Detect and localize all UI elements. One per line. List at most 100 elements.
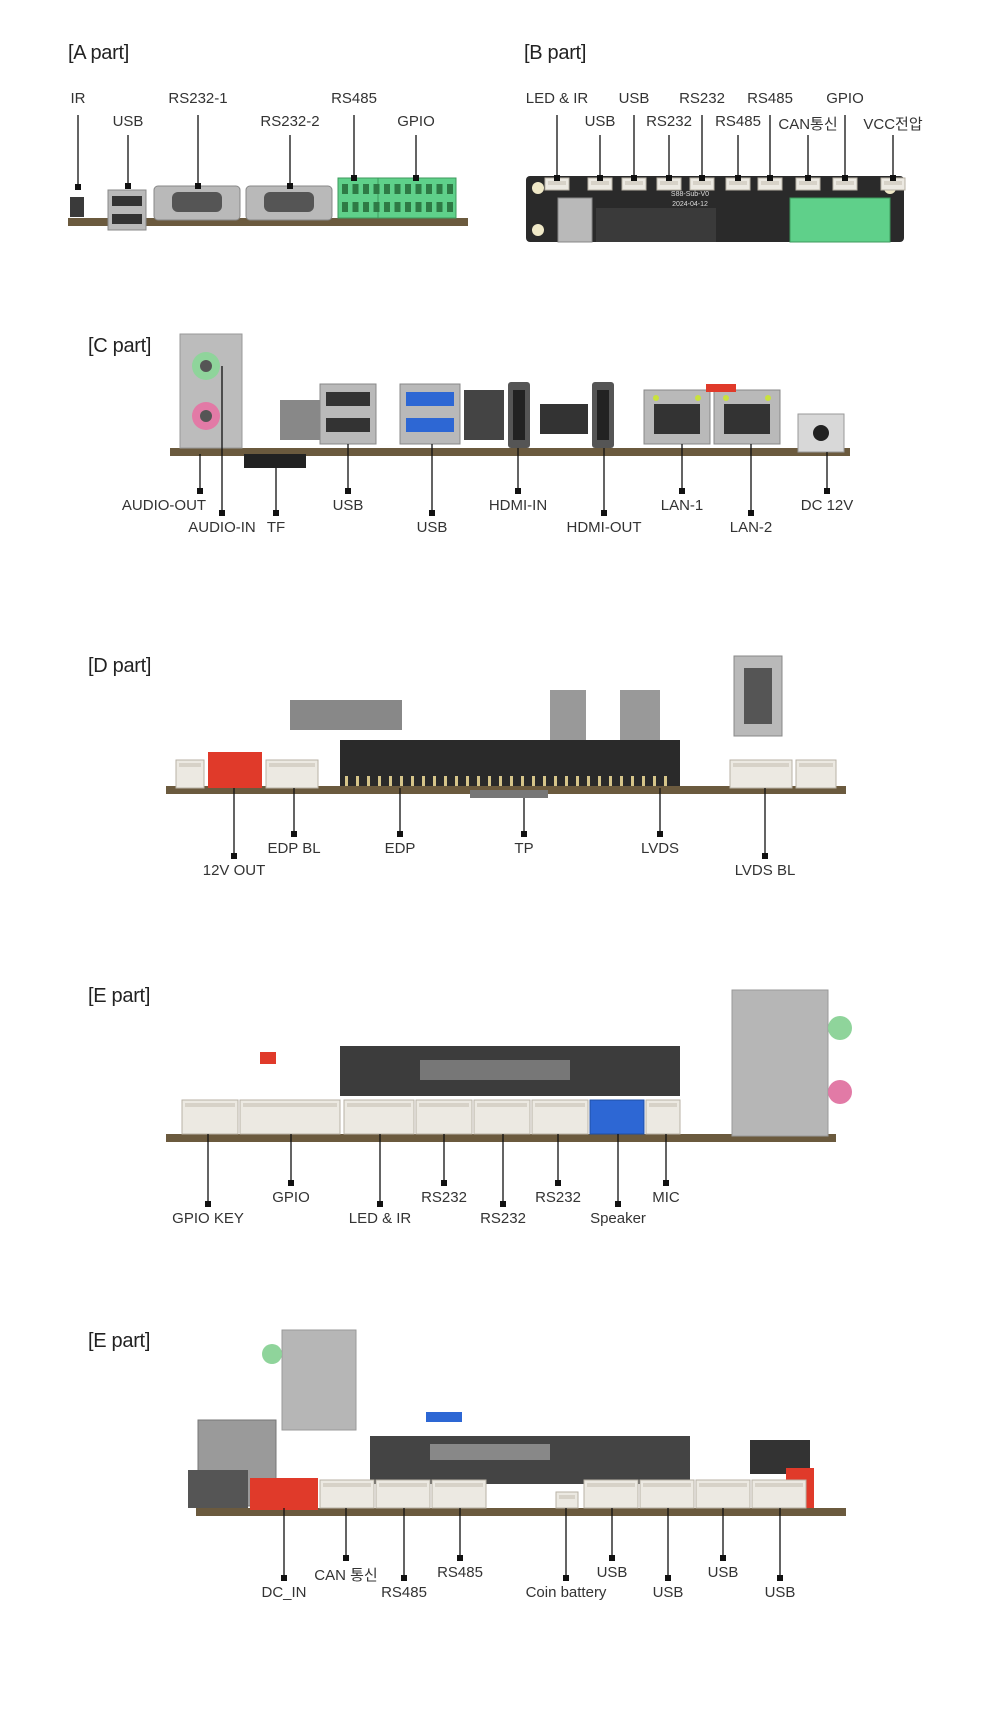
connector-pin bbox=[521, 776, 524, 786]
label-c-hdmi-in: HDMI-IN bbox=[488, 497, 548, 514]
leader-marker bbox=[601, 510, 607, 516]
connector-pin bbox=[554, 776, 557, 786]
red-header bbox=[706, 384, 736, 392]
leader-marker bbox=[281, 1575, 287, 1581]
connector-slot bbox=[755, 1483, 803, 1487]
label-b-led-ir: LED & IR bbox=[525, 90, 589, 107]
leader-marker bbox=[824, 488, 830, 494]
leader-marker bbox=[397, 831, 403, 837]
usb-stack-d bbox=[550, 690, 586, 740]
label-c-audio-in: AUDIO-IN bbox=[188, 519, 256, 536]
terminal-screw bbox=[363, 184, 369, 194]
leader-marker bbox=[555, 1180, 561, 1186]
connector-pin bbox=[477, 776, 480, 786]
usb-b bbox=[557, 197, 593, 243]
label-e2-can: CAN 통신 bbox=[314, 1567, 378, 1584]
leader-marker bbox=[657, 831, 663, 837]
terminal-screw bbox=[405, 184, 411, 194]
connector-pin bbox=[378, 776, 381, 786]
label-b-usb-2: USB bbox=[618, 90, 650, 107]
connector-slot bbox=[435, 1483, 483, 1487]
connector-slot bbox=[799, 763, 833, 767]
leader-marker bbox=[273, 510, 279, 516]
label-b-rs485-2: RS485 bbox=[747, 90, 793, 107]
audio-jack bbox=[828, 1080, 852, 1104]
leader-marker bbox=[615, 1201, 621, 1207]
db9-backside-b bbox=[596, 208, 716, 242]
leader-marker bbox=[890, 175, 896, 181]
leader-marker bbox=[75, 184, 81, 190]
terminal-screw bbox=[405, 202, 411, 212]
connector-pin bbox=[466, 776, 469, 786]
leader-marker bbox=[291, 831, 297, 837]
leader-marker bbox=[288, 1180, 294, 1186]
label-c-usb-1: USB bbox=[332, 497, 364, 514]
terminal-screw bbox=[447, 184, 453, 194]
connector-pin bbox=[422, 776, 425, 786]
board-component bbox=[540, 404, 588, 434]
connector-pin bbox=[345, 776, 348, 786]
leader-marker bbox=[699, 175, 705, 181]
leader-marker bbox=[343, 1555, 349, 1561]
leader-marker bbox=[805, 175, 811, 181]
audio-bracket bbox=[179, 333, 243, 449]
connector-pin bbox=[664, 776, 667, 786]
usb-slot bbox=[326, 418, 370, 432]
mount-hole bbox=[532, 182, 544, 194]
connector-slot bbox=[477, 1103, 527, 1107]
connector-pin bbox=[598, 776, 601, 786]
rj45-stack-e2 bbox=[281, 1329, 357, 1431]
label-e2-usb-2: USB bbox=[652, 1584, 684, 1601]
hdmi-slot bbox=[513, 390, 525, 440]
usb-slot bbox=[744, 668, 772, 724]
leader-marker bbox=[777, 1575, 783, 1581]
label-b-rs485-1: RS485 bbox=[715, 113, 761, 130]
leader-marker bbox=[748, 510, 754, 516]
connector-pin bbox=[620, 776, 623, 786]
label-d-lvds-bl: LVDS BL bbox=[734, 862, 796, 879]
leader-marker bbox=[457, 1555, 463, 1561]
audio-jack bbox=[828, 1016, 852, 1040]
leader-marker bbox=[666, 175, 672, 181]
label-e1-speaker: Speaker bbox=[590, 1210, 646, 1227]
label-d-lvds: LVDS bbox=[640, 840, 680, 857]
connector-pin bbox=[510, 776, 513, 786]
leader-marker bbox=[125, 183, 131, 189]
blue-header bbox=[426, 1412, 462, 1422]
leader-marker bbox=[231, 853, 237, 859]
lan-led bbox=[695, 395, 701, 401]
som-shield bbox=[430, 1444, 550, 1460]
terminal-screw bbox=[436, 184, 443, 194]
label-a-rs232-1: RS232-1 bbox=[168, 90, 228, 107]
heatsink-c bbox=[280, 400, 320, 440]
connector-pin bbox=[576, 776, 579, 786]
tf-slot bbox=[244, 454, 306, 468]
usb-slot bbox=[326, 392, 370, 406]
leader-marker bbox=[665, 1575, 671, 1581]
label-b-rs232-1: RS232 bbox=[646, 113, 692, 130]
label-e2-usb-1: USB bbox=[596, 1564, 628, 1581]
leader-marker bbox=[663, 1180, 669, 1186]
connector-slot bbox=[884, 181, 902, 185]
terminal-screw bbox=[352, 184, 359, 194]
connector-pin bbox=[653, 776, 656, 786]
connector-slot bbox=[693, 181, 711, 185]
label-b-rs232-2: RS232 bbox=[679, 90, 725, 107]
terminal-screw bbox=[436, 202, 443, 212]
connector-pin bbox=[565, 776, 568, 786]
connector-slot bbox=[643, 1483, 691, 1487]
label-b-can: CAN통신 bbox=[778, 116, 838, 133]
connector-slot bbox=[625, 181, 643, 185]
leader-marker bbox=[345, 488, 351, 494]
leader-marker bbox=[219, 510, 225, 516]
terminal-screw bbox=[394, 184, 401, 194]
section-title-a: [A part] bbox=[68, 42, 129, 64]
board-silkscreen: S88-Sub-V0 bbox=[671, 191, 709, 198]
connector-slot bbox=[660, 181, 678, 185]
connector-pin bbox=[631, 776, 634, 786]
dc-in-connector bbox=[250, 1478, 318, 1510]
label-e1-rs232-3: RS232 bbox=[535, 1189, 581, 1206]
connector-slot bbox=[379, 1483, 427, 1487]
connector-slot bbox=[419, 1103, 469, 1107]
